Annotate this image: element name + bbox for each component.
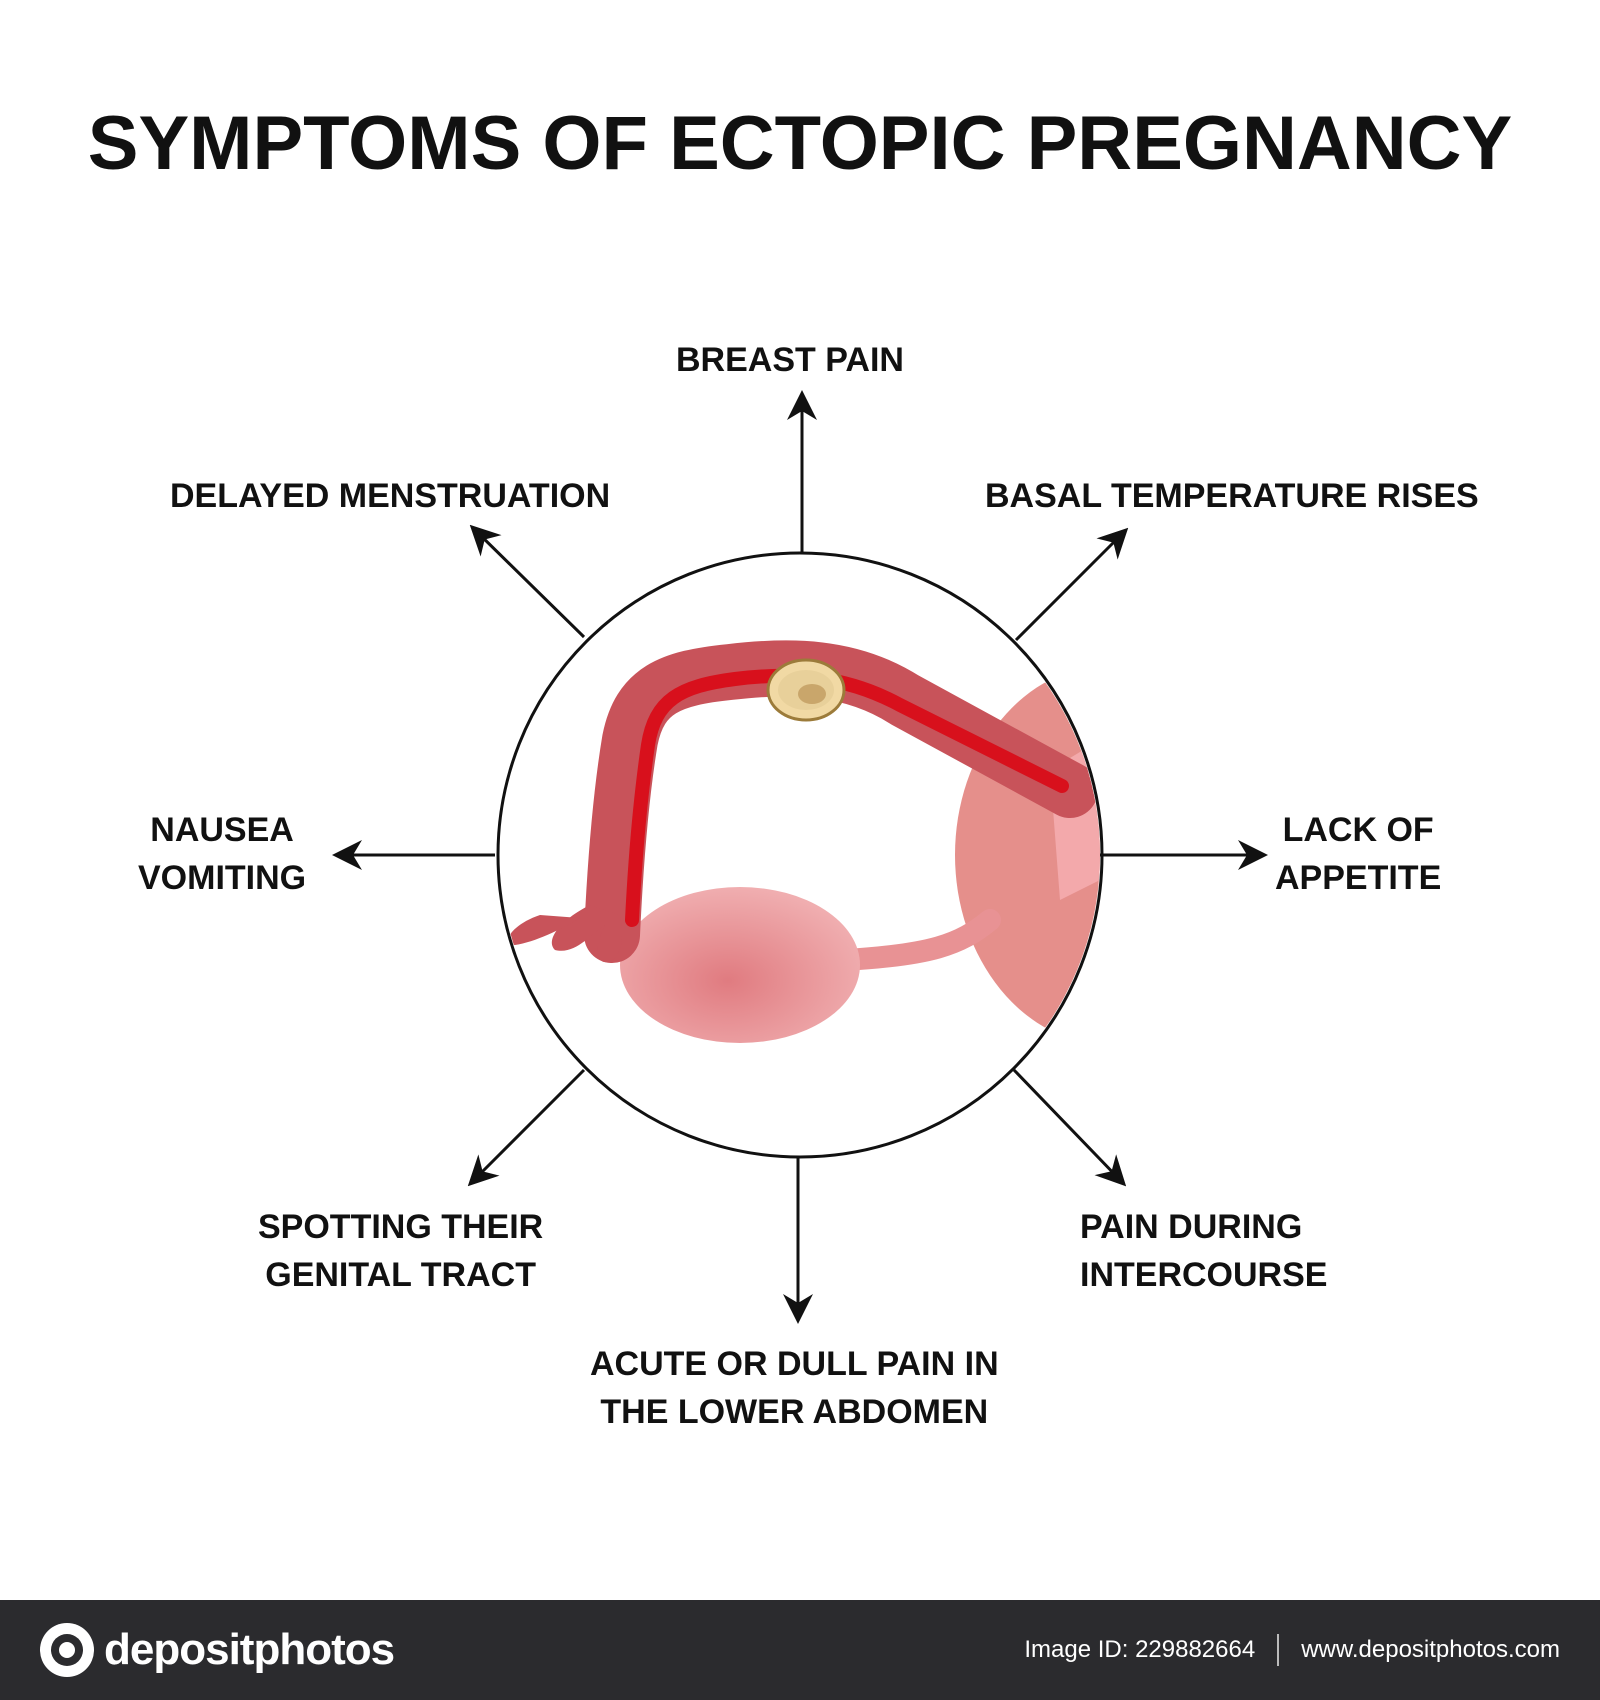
page-title: SYMPTOMS OF ECTOPIC PREGNANCY [87, 101, 1513, 186]
embryo [766, 658, 846, 722]
arrow-icon [467, 1068, 586, 1187]
symptom-nausea: NAUSEA VOMITING [138, 806, 306, 902]
symptom-line: NAUSEA [150, 811, 294, 849]
site-link[interactable]: www.depositphotos.com [1301, 1636, 1560, 1663]
footer-bar: depositphotos Image ID: 229882664 www.de… [0, 1600, 1600, 1700]
symptom-abdomen-pain: ACUTE OR DULL PAIN IN THE LOWER ABDOMEN [590, 1340, 999, 1436]
symptom-line: ACUTE OR DULL PAIN IN [590, 1345, 999, 1383]
symptom-line: THE LOWER ABDOMEN [600, 1393, 989, 1431]
depositphotos-logo-icon [40, 1623, 94, 1677]
divider [1277, 1634, 1280, 1666]
image-id: Image ID: 229882664 [1024, 1636, 1256, 1663]
logo-text: depositphotos [104, 1625, 395, 1674]
diagram-stage: SYMPTOMS OF ECTOPIC PREGNANCY [87, 101, 1513, 1436]
symptom-line: SPOTTING THEIR [258, 1208, 544, 1246]
anatomy-illustration [500, 555, 1100, 1155]
symptom-delayed-menstruation: DELAYED MENSTRUATION [170, 472, 610, 520]
symptom-spotting: SPOTTING THEIR GENITAL TRACT [258, 1203, 543, 1299]
symptom-line: VOMITING [138, 859, 307, 897]
symptom-breast-pain: BREAST PAIN [676, 336, 904, 384]
symptom-pain-intercourse: PAIN DURING INTERCOURSE [1080, 1203, 1327, 1299]
symptom-line: PAIN DURING [1080, 1208, 1303, 1246]
symptom-line: DELAYED MENSTRUATION [170, 477, 611, 515]
symptom-line: BASAL TEMPERATURE RISES [985, 477, 1479, 515]
footer-meta: Image ID: 229882664 www.depositphotos.co… [1024, 1634, 1560, 1666]
arrow-icon [1014, 527, 1129, 642]
ovary [620, 887, 860, 1043]
depositphotos-logo[interactable]: depositphotos [40, 1620, 395, 1680]
symptom-line: APPETITE [1275, 859, 1442, 897]
arrows [332, 390, 1268, 1324]
symptom-line: BREAST PAIN [676, 341, 904, 379]
arrow-icon [1012, 1068, 1127, 1187]
symptom-line: GENITAL TRACT [265, 1256, 536, 1294]
symptom-lack-of-appetite: LACK OF APPETITE [1275, 806, 1441, 902]
symptom-basal-temperature: BASAL TEMPERATURE RISES [985, 472, 1479, 520]
diagram-graphic [332, 390, 1268, 1324]
arrow-icon [469, 524, 586, 639]
symptom-line: INTERCOURSE [1080, 1256, 1328, 1294]
symptom-line: LACK OF [1282, 811, 1434, 849]
